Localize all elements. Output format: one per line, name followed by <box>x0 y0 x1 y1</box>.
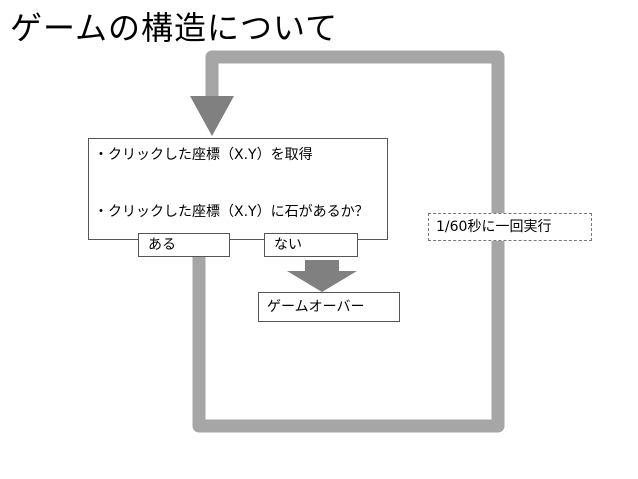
branch-yes-box: ある <box>138 233 230 257</box>
loop-arrowhead <box>190 96 234 136</box>
page-title: ゲームの構造について <box>10 9 339 47</box>
branch-no-box: ない <box>264 233 358 257</box>
loop-frequency-box: 1/60秒に一回実行 <box>428 213 592 241</box>
loop-frequency-label: 1/60秒に一回実行 <box>436 219 552 235</box>
game-over-box: ゲームオーバー <box>258 292 400 322</box>
gameover-arrow <box>287 260 357 292</box>
loop-line <box>192 50 505 433</box>
process-box <box>88 138 388 240</box>
branch-yes-label: ある <box>148 237 176 253</box>
branch-no-label: ない <box>274 237 302 253</box>
game-over-label: ゲームオーバー <box>267 299 365 315</box>
step-get-coordinates: ・クリックした座標（X.Y）を取得 <box>94 147 313 163</box>
step-check-stone: ・クリックした座標（X.Y）に石があるか？ <box>94 204 369 220</box>
